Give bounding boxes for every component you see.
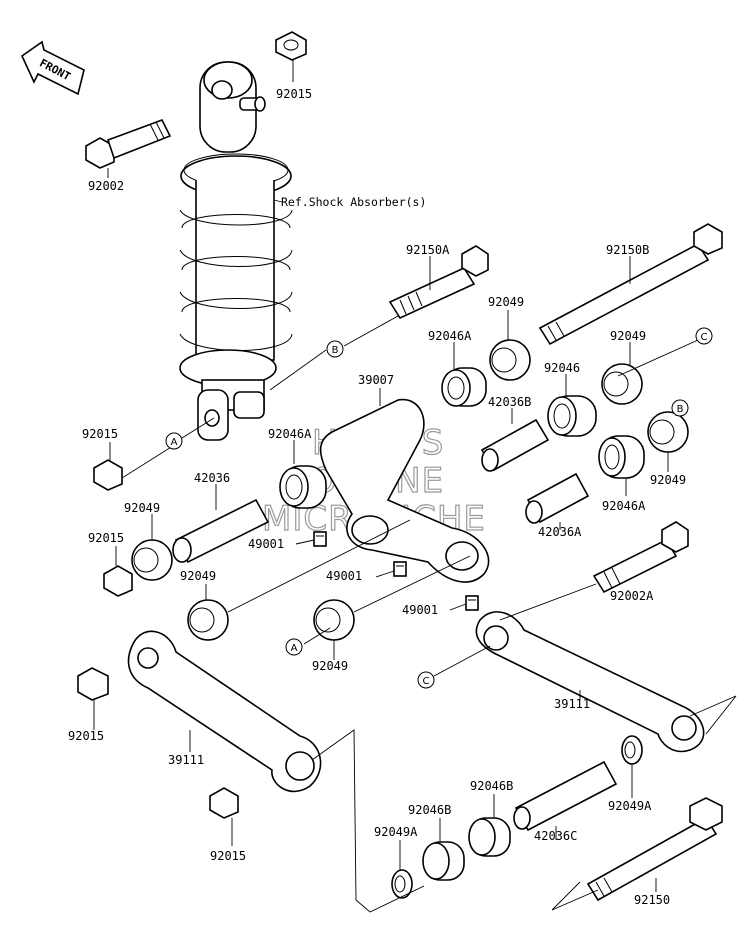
label-92015-bottom: 92015: [210, 849, 246, 863]
label-92015-mid: 92015: [88, 531, 124, 545]
label-92150B: 92150B: [606, 243, 649, 257]
label-49001-c: 49001: [402, 603, 438, 617]
label-92049A-right: 92049A: [608, 799, 652, 813]
washer-92049-upper: [489, 339, 531, 381]
bolt-92002A: [592, 521, 689, 594]
label-92046A-b: 92046A: [268, 427, 312, 441]
callout-c-upper: C: [695, 327, 713, 345]
label-92049A-left: 92049A: [374, 825, 418, 839]
label-leaders: [93, 60, 669, 892]
label-92046B-a: 92046B: [470, 779, 513, 793]
rocker-arm-39007: [319, 398, 490, 583]
callout-a-upper: A: [165, 432, 183, 450]
label-92002: 92002: [88, 179, 124, 193]
svg-text:A: A: [291, 643, 298, 654]
tie-rod-39111-left: [127, 630, 322, 793]
tie-rod-39111-right: [475, 611, 705, 753]
callout-b-upper: B: [326, 340, 344, 358]
bearing-92046A-upper: [441, 367, 487, 407]
bearing-92046B-b: [422, 841, 465, 881]
label-39111-left: 39111: [168, 753, 204, 767]
label-92002A: 92002A: [610, 589, 654, 603]
label-92015-low: 92015: [68, 729, 104, 743]
washer-92049-lower-left: [187, 599, 229, 641]
label-49001-b: 49001: [326, 569, 362, 583]
label-92150: 92150: [634, 893, 670, 907]
nut-92015-top: [275, 31, 307, 61]
bolt-92150A: [388, 245, 489, 320]
bearing-92046B-a: [468, 817, 511, 857]
svg-text:A: A: [171, 437, 178, 448]
bolt-92150B: [538, 223, 723, 346]
sleeve-42036C: [513, 760, 618, 832]
label-92049-f: 92049: [312, 659, 348, 673]
label-92046A-c: 92046A: [602, 499, 646, 513]
bolt-92150: [586, 797, 723, 902]
label-92150A: 92150A: [406, 243, 450, 257]
grease-nipple-49001-b: [393, 561, 407, 577]
sleeve-42036A: [525, 472, 590, 524]
callout-a-lower: A: [285, 638, 303, 656]
alignment-lines: [121, 199, 737, 913]
svg-text:C: C: [423, 676, 430, 687]
bearing-92046: [547, 395, 597, 437]
callout-c-lower: C: [417, 671, 435, 689]
nut-92015-mid: [103, 565, 133, 597]
label-92015-top: 92015: [276, 87, 312, 101]
label-92049-e: 92049: [180, 569, 216, 583]
label-39111-right: 39111: [554, 697, 590, 711]
label-92049-a: 92049: [488, 295, 524, 309]
svg-text:B: B: [332, 345, 339, 356]
shock-absorber: [179, 61, 293, 441]
callout-b-right: B: [671, 399, 689, 417]
grease-nipple-49001-c: [465, 595, 479, 611]
sleeve-42036: [172, 498, 270, 564]
bolt-92002: [85, 119, 172, 169]
washer-92049A-right: [621, 735, 643, 765]
grease-nipple-49001-a: [313, 531, 327, 547]
nut-92015-low: [77, 667, 109, 701]
washer-92049-left: [131, 539, 173, 581]
sleeve-42036B: [480, 418, 550, 472]
washer-92049A-left: [391, 869, 413, 899]
bearing-92046A-left: [279, 465, 327, 509]
nut-92015-bottom: [209, 787, 239, 819]
label-92046A-a: 92046A: [428, 329, 472, 343]
reference-note: Ref.Shock Absorber(s): [281, 195, 426, 209]
label-42036B: 42036B: [488, 395, 531, 409]
label-92049-b: 92049: [610, 329, 646, 343]
bearing-92046A-right: [598, 435, 645, 479]
label-92049-d: 92049: [124, 501, 160, 515]
svg-text:C: C: [701, 332, 708, 343]
nut-92015-left: [93, 459, 123, 491]
svg-text:B: B: [677, 404, 684, 415]
label-92015-left: 92015: [82, 427, 118, 441]
label-39007: 39007: [358, 373, 394, 387]
front-arrow: FRONT: [20, 40, 85, 96]
label-49001-a: 49001: [248, 537, 284, 551]
label-42036: 42036: [194, 471, 230, 485]
label-92046B-b: 92046B: [408, 803, 451, 817]
washer-92049-right: [601, 363, 643, 405]
washer-92049-b: [647, 411, 689, 453]
label-42036C: 42036C: [534, 829, 577, 843]
label-92046: 92046: [544, 361, 580, 375]
label-92049-c: 92049: [650, 473, 686, 487]
label-42036A: 42036A: [538, 525, 582, 539]
